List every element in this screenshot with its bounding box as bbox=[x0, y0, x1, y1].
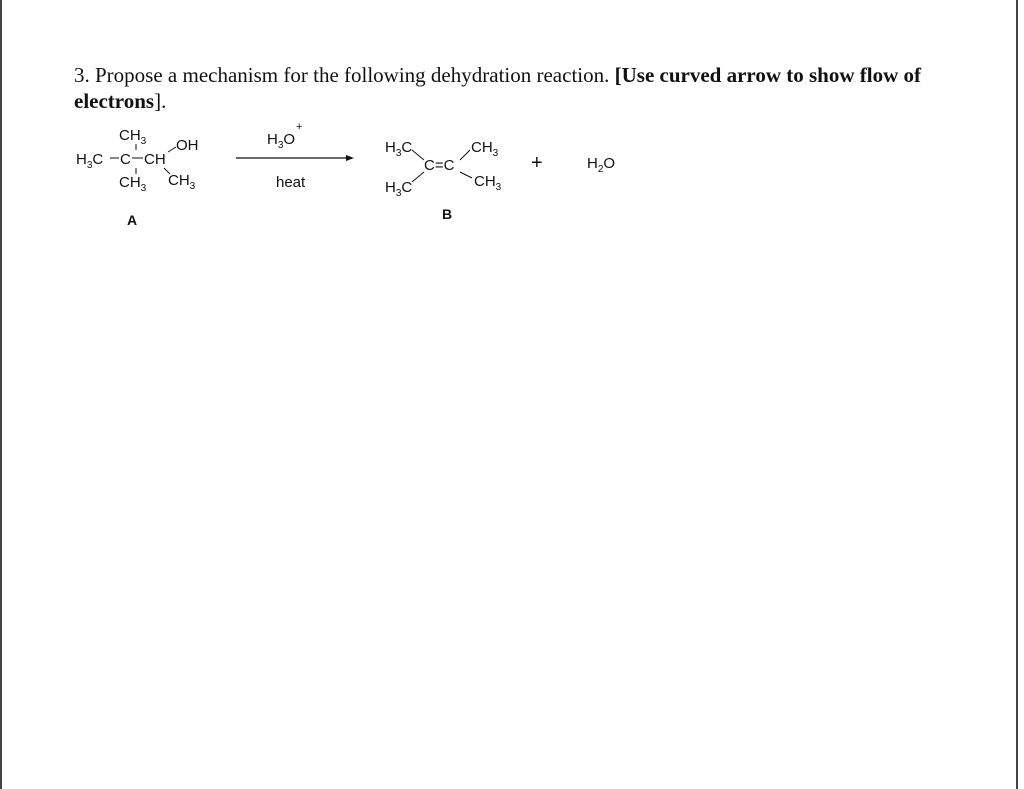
reactant-bottom-left: CH3 bbox=[119, 174, 147, 194]
reactant-bottom-right: CH3 bbox=[168, 172, 196, 192]
byproduct-water: H2O bbox=[587, 155, 615, 175]
product-bond-top-left bbox=[411, 149, 425, 161]
reactant-bond-oh bbox=[167, 146, 177, 153]
reaction-conditions: H3O + heat bbox=[236, 121, 354, 191]
product-bond-top-right bbox=[459, 149, 471, 161]
reactant-a: CH3 H3C C CH OH CH3 CH3 A bbox=[76, 127, 199, 228]
reactant-label: A bbox=[127, 212, 137, 228]
question-closing: ]. bbox=[154, 89, 167, 113]
reaction-condition-heat: heat bbox=[276, 174, 306, 191]
reactant-ch: CH bbox=[144, 151, 166, 168]
page-right-border bbox=[1016, 0, 1018, 789]
reactant-bond-ch3 bbox=[163, 167, 171, 175]
plus-sign: + bbox=[531, 152, 543, 174]
product-bond-bottom-right bbox=[459, 171, 473, 179]
reagent-formula: H3O bbox=[267, 131, 295, 151]
page-left-border bbox=[0, 0, 2, 789]
product-bottom-left: H3C bbox=[385, 179, 412, 199]
question-text: 3. Propose a mechanism for the following… bbox=[74, 62, 974, 114]
question-instruction: [Use curved arrow to show flow of electr… bbox=[74, 63, 922, 113]
product-top-left: H3C bbox=[385, 139, 412, 159]
reaction-arrow-head bbox=[346, 155, 354, 161]
reagent-charge: + bbox=[296, 121, 302, 133]
question-prompt: Propose a mechanism for the following de… bbox=[95, 63, 610, 87]
reactant-main-left: H3C bbox=[76, 151, 103, 171]
reactant-top-group: CH3 bbox=[119, 127, 147, 147]
product-bottom-right: CH3 bbox=[474, 173, 502, 193]
product-bond-bottom-left bbox=[411, 171, 425, 183]
reactant-oh: OH bbox=[176, 137, 199, 154]
product-label: B bbox=[442, 206, 452, 222]
product-top-right: CH3 bbox=[471, 139, 499, 159]
reactant-central-carbon: C bbox=[120, 151, 131, 168]
product-b: H3C CH3 C=C H3C CH3 B bbox=[385, 139, 502, 222]
question-number: 3. bbox=[74, 63, 90, 87]
product-double-bond: C=C bbox=[424, 157, 455, 174]
